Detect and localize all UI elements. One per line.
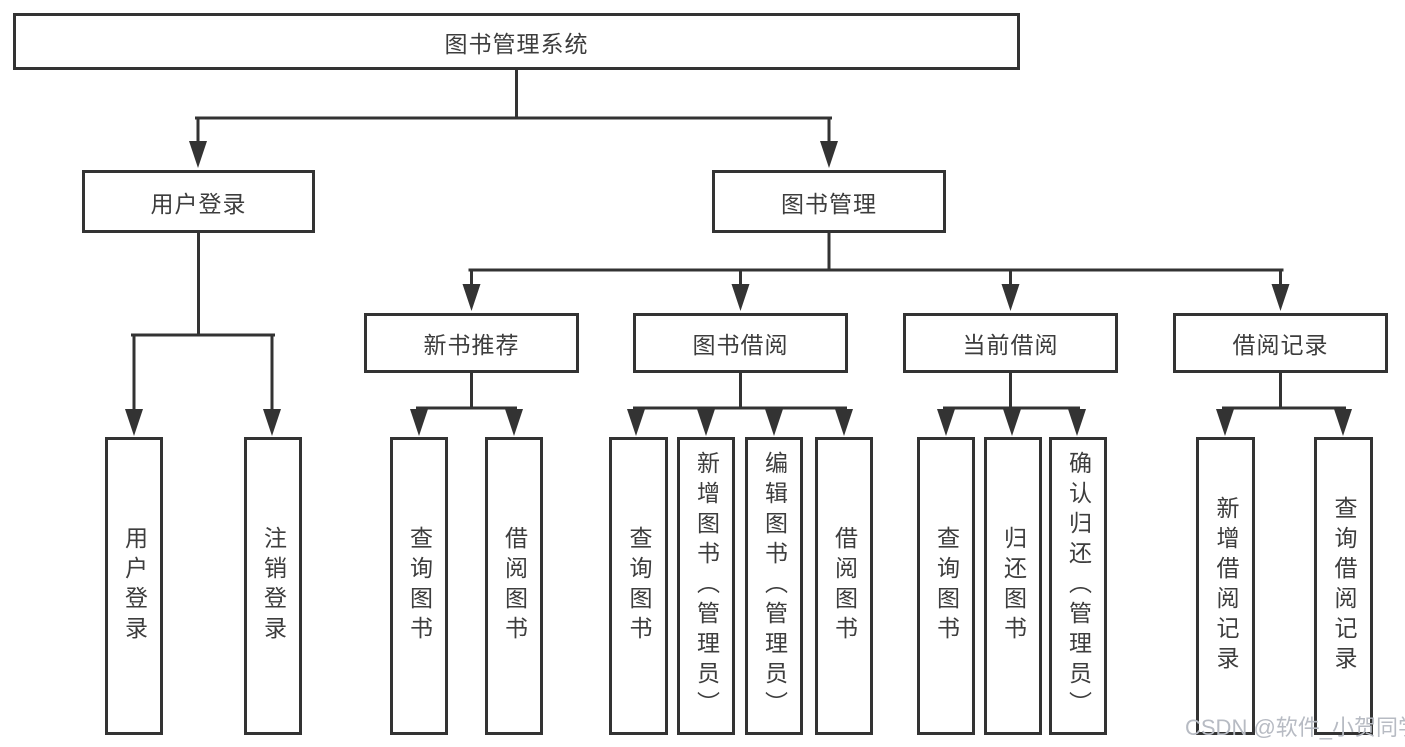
arrowhead	[1334, 409, 1352, 436]
node-borrow-records-label: 借阅记录	[1232, 332, 1329, 358]
node-new-books: 新书推荐	[364, 313, 579, 373]
leaf-current-query: 查询图书	[917, 437, 975, 735]
arrowhead	[820, 141, 838, 168]
leaf-newbooks-query-label: 查询图书	[406, 526, 433, 646]
connector-user-login	[131, 231, 275, 416]
arrowhead	[765, 409, 783, 436]
arrowhead	[835, 409, 853, 436]
arrowhead	[462, 284, 481, 311]
leaf-borrow-query-label: 查询图书	[626, 526, 652, 646]
connector-new-books	[416, 371, 517, 416]
arrowhead	[1271, 284, 1290, 311]
arrowhead	[1003, 409, 1021, 436]
leaf-edit-book-admin: 编辑图书（管理员）	[745, 437, 803, 735]
arrowhead	[1216, 409, 1234, 436]
leaf-return-book-label: 归还图书	[1000, 526, 1027, 646]
leaf-add-book-admin-label: 新增图书（管理员）	[693, 451, 720, 721]
leaf-query-borrow-record-label: 查询借阅记录	[1331, 496, 1357, 676]
connector-current-borrow	[943, 371, 1080, 416]
arrowhead	[697, 409, 715, 436]
connector-book-management	[468, 231, 1284, 291]
node-book-borrow-label: 图书借阅	[692, 332, 789, 358]
node-root-label: 图书管理系统	[444, 30, 589, 57]
leaf-add-book-admin: 新增图书（管理员）	[677, 437, 735, 735]
leaf-logout: 注销登录	[244, 437, 302, 735]
connector-borrow-records	[1222, 371, 1346, 416]
arrowhead	[937, 409, 955, 436]
leaf-current-query-label: 查询图书	[933, 526, 960, 646]
leaf-confirm-return-admin: 确认归还（管理员）	[1049, 437, 1107, 735]
node-current-borrow: 当前借阅	[903, 313, 1118, 373]
leaf-logout-label: 注销登录	[260, 526, 287, 646]
leaf-user-login: 用户登录	[105, 437, 163, 735]
arrowhead	[125, 409, 143, 436]
arrowhead	[627, 409, 645, 436]
node-current-borrow-label: 当前借阅	[962, 332, 1059, 358]
connector-book-borrow	[633, 371, 847, 416]
csdn-watermark: CSDN @软件_小贺同学	[1185, 715, 1405, 740]
connector-root	[195, 68, 832, 148]
arrowhead	[1001, 284, 1020, 311]
node-new-books-label: 新书推荐	[423, 332, 520, 358]
leaf-newbooks-borrow-label: 借阅图书	[501, 526, 528, 646]
leaf-borrow-book: 借阅图书	[815, 437, 873, 735]
leaf-newbooks-borrow: 借阅图书	[485, 437, 543, 735]
connector-paths	[131, 68, 1346, 416]
leaf-user-login-label: 用户登录	[121, 526, 148, 646]
leaf-confirm-return-admin-label: 确认归还（管理员）	[1065, 451, 1092, 721]
node-book-management-label: 图书管理	[781, 190, 877, 217]
arrowhead	[410, 409, 428, 436]
arrowheads	[125, 141, 1352, 436]
node-borrow-records: 借阅记录	[1173, 313, 1388, 373]
leaf-query-borrow-record: 查询借阅记录	[1314, 437, 1373, 735]
leaf-edit-book-admin-label: 编辑图书（管理员）	[761, 451, 788, 721]
arrowhead	[1068, 409, 1086, 436]
arrowhead	[263, 409, 281, 436]
leaf-add-borrow-record: 新增借阅记录	[1196, 437, 1255, 735]
node-root: 图书管理系统	[13, 13, 1020, 70]
leaf-add-borrow-record-label: 新增借阅记录	[1213, 496, 1239, 676]
node-book-management: 图书管理	[712, 170, 946, 233]
node-user-login-label: 用户登录	[150, 190, 247, 217]
leaf-return-book: 归还图书	[984, 437, 1042, 735]
leaf-borrow-query: 查询图书	[609, 437, 668, 735]
node-book-borrow: 图书借阅	[633, 313, 848, 373]
leaf-newbooks-query: 查询图书	[390, 437, 448, 735]
arrowhead	[505, 409, 523, 436]
leaf-borrow-book-label: 借阅图书	[831, 526, 858, 646]
node-user-login: 用户登录	[82, 170, 315, 233]
arrowhead	[731, 284, 750, 311]
arrowhead	[189, 141, 207, 168]
